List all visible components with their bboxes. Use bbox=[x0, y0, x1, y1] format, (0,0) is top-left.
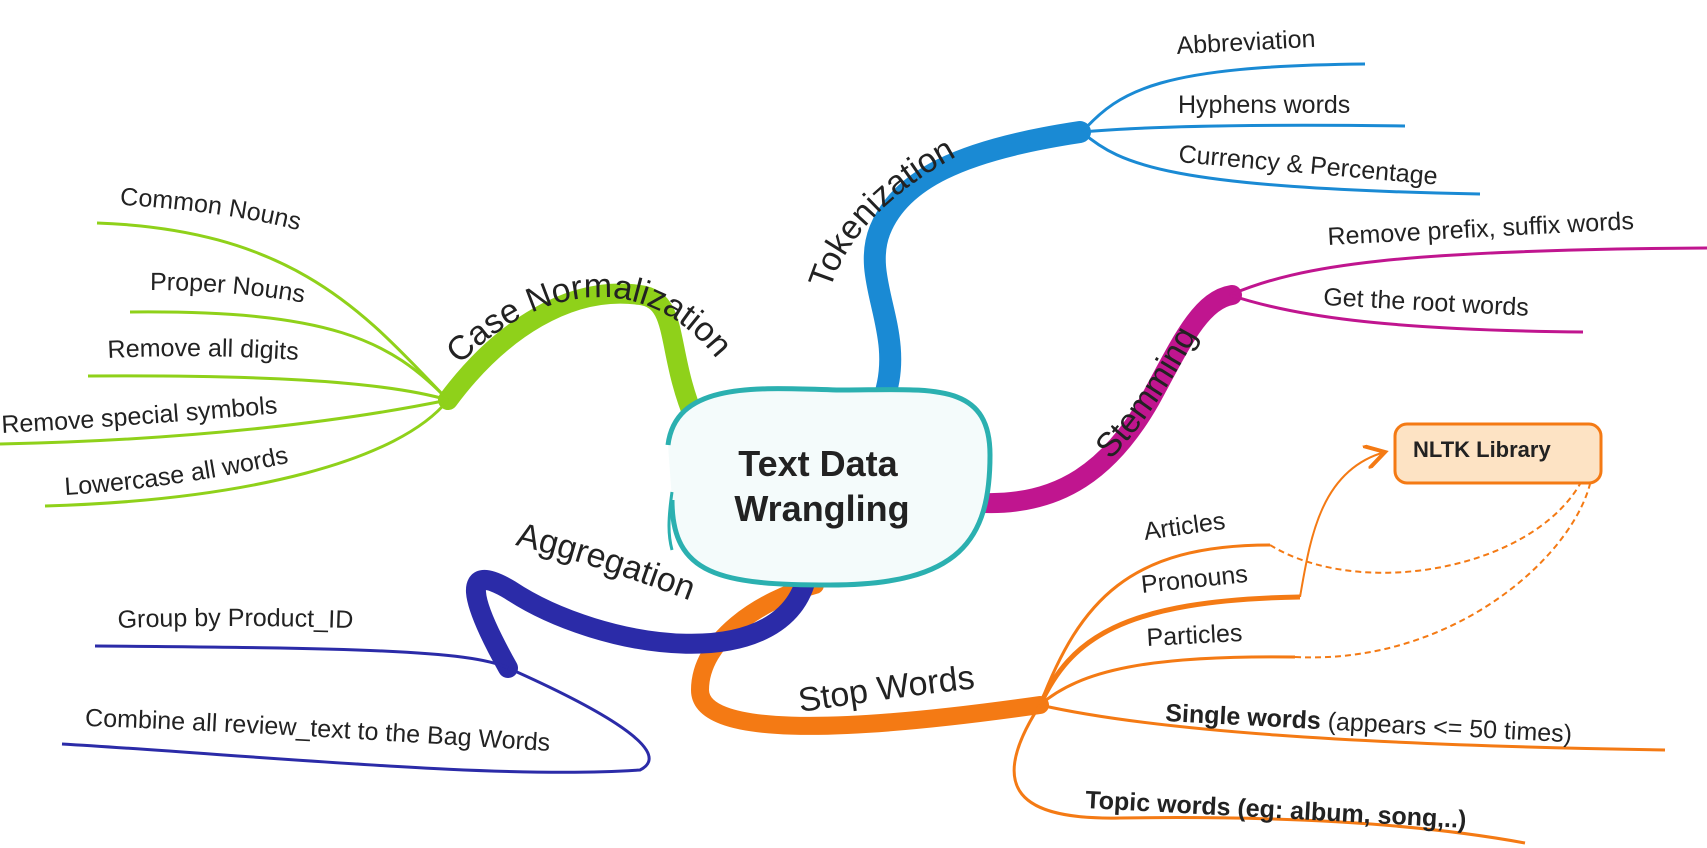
connector-hyphens bbox=[1081, 123, 1406, 134]
aggregation-label: Aggregation bbox=[513, 516, 700, 608]
connector-proper-nouns bbox=[129, 310, 450, 402]
connector-root-words bbox=[1229, 293, 1584, 334]
nltk-library-label: NLTK Library bbox=[1413, 437, 1551, 462]
center-node-shape bbox=[665, 386, 993, 588]
leaf-currency-percentage: Currency & Percentage bbox=[1177, 140, 1438, 191]
case-normalization-stem bbox=[438, 283, 705, 430]
center-title-line1: Text Data bbox=[738, 443, 898, 484]
connector-remove-prefix bbox=[1229, 246, 1707, 297]
connector-group-by bbox=[94, 644, 509, 670]
connector-remove-digits bbox=[87, 374, 449, 402]
leaf-proper-nouns: Proper Nouns bbox=[150, 268, 307, 309]
branch-stop-words: Stop Words Articles Pronouns Particles S… bbox=[690, 452, 1666, 845]
connector-single-words bbox=[1039, 703, 1666, 752]
single-words-bold: Single words bbox=[1165, 699, 1322, 735]
center-node-tail bbox=[667, 491, 674, 551]
connector-lowercase bbox=[44, 399, 450, 508]
aggregation-stem bbox=[466, 560, 818, 678]
leaf-lowercase-all-words: Lowercase all words bbox=[64, 441, 291, 501]
leaf-articles: Articles bbox=[1142, 507, 1227, 546]
leaf-group-by-product-id: Group by Product_ID bbox=[117, 604, 354, 634]
connector-particles bbox=[1039, 655, 1296, 707]
connector-combine bbox=[61, 666, 651, 774]
branch-case-normalization: Case Normalization Common Nouns Proper N… bbox=[0, 183, 740, 508]
stemming-label: Stemming bbox=[1088, 320, 1204, 465]
leaf-topic-words: Topic words (eg: album, song,..) bbox=[1085, 786, 1467, 834]
leaf-particles: Particles bbox=[1146, 619, 1243, 652]
leaf-abbreviation: Abbreviation bbox=[1176, 25, 1316, 60]
leaf-hyphens-words: Hyphens words bbox=[1178, 91, 1350, 119]
connector-currency bbox=[1081, 130, 1481, 196]
stop-words-stem bbox=[690, 576, 1049, 735]
connector-topic-words bbox=[1012, 704, 1526, 845]
connector-articles bbox=[1038, 543, 1271, 706]
dashed-articles-to-nltk bbox=[1269, 483, 1581, 574]
nltk-library-node[interactable]: NLTK Library bbox=[1393, 422, 1603, 485]
leaf-pronouns: Pronouns bbox=[1140, 560, 1249, 599]
stemming-stem bbox=[975, 285, 1242, 514]
tokenization-stem-tip bbox=[997, 129, 1088, 153]
single-words-detail: (appears <= 50 times) bbox=[1320, 707, 1573, 748]
leaf-remove-all-digits: Remove all digits bbox=[107, 334, 300, 366]
arrow-pronouns-to-nltk bbox=[1299, 452, 1385, 598]
leaf-remove-prefix-suffix: Remove prefix, suffix words bbox=[1327, 207, 1635, 251]
connector-pronouns bbox=[1037, 594, 1301, 707]
connector-common-nouns bbox=[96, 221, 450, 402]
nltk-library-box bbox=[1393, 422, 1603, 485]
connector-special-symbols bbox=[0, 398, 449, 446]
dashed-particles-to-nltk bbox=[1294, 483, 1591, 659]
connector-abbreviation bbox=[1080, 62, 1366, 134]
tokenization-stem bbox=[863, 121, 1091, 406]
leaf-get-root-words: Get the root words bbox=[1323, 283, 1530, 322]
center-node[interactable]: Text Data Wrangling bbox=[665, 386, 993, 588]
branch-tokenization: Tokenization Abbreviation Hyphens words … bbox=[802, 25, 1481, 406]
center-title-line2: Wrangling bbox=[734, 488, 909, 529]
